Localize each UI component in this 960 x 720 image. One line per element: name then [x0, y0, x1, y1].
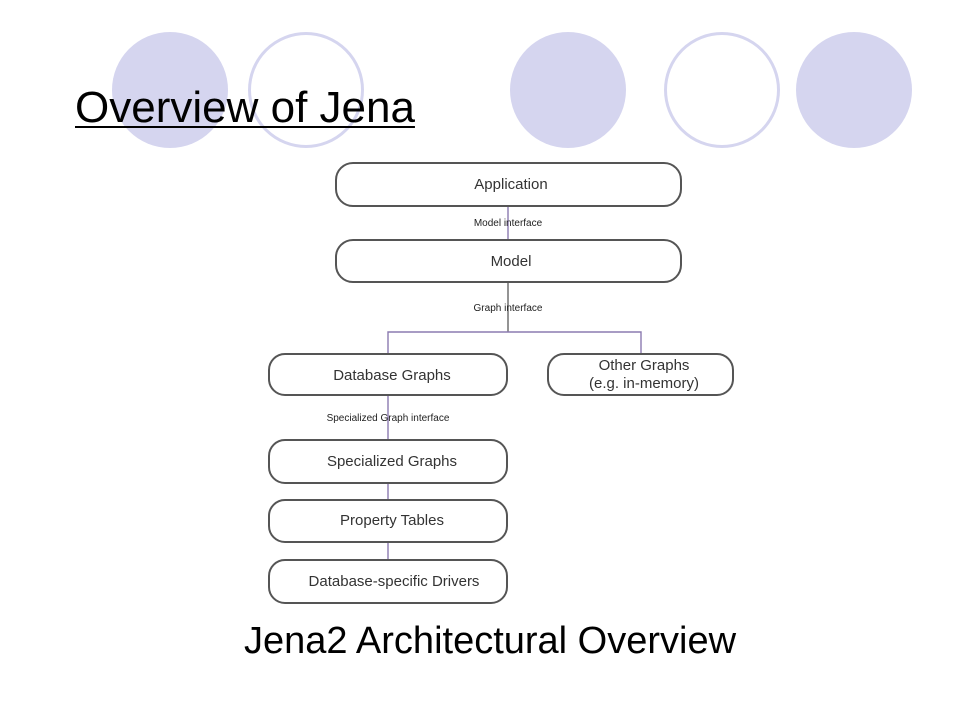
- box-property-tables-label: Property Tables: [340, 512, 444, 529]
- decorative-circle-ring: [248, 32, 364, 148]
- box-other-graphs-label-line1: Other Graphs: [599, 357, 690, 374]
- box-application: Application: [335, 162, 682, 207]
- box-specialized-graphs-label: Specialized Graphs: [327, 453, 457, 470]
- label-specialized-graph-interface: Specialized Graph interface: [327, 413, 450, 424]
- connector-graph-branch: [387, 331, 642, 354]
- label-graph-interface: Graph interface: [474, 303, 543, 314]
- diagram-caption: Jena2 Architectural Overview: [243, 620, 737, 662]
- decorative-circle-ring: [664, 32, 780, 148]
- decorative-circle-filled: [112, 32, 228, 148]
- box-property-tables: Property Tables: [268, 499, 508, 543]
- box-model: Model: [335, 239, 682, 283]
- decorative-circle-filled: [510, 32, 626, 148]
- box-application-label: Application: [474, 176, 547, 193]
- box-db-drivers-label: Database-specific Drivers: [309, 573, 480, 590]
- box-model-label: Model: [491, 253, 532, 270]
- box-other-graphs: Other Graphs (e.g. in-memory): [547, 353, 734, 396]
- label-model-interface: Model interface: [474, 218, 543, 229]
- slide-title: Overview of Jena: [75, 83, 415, 132]
- box-database-graphs: Database Graphs: [268, 353, 508, 396]
- box-other-graphs-label-line2: (e.g. in-memory): [589, 375, 699, 392]
- box-specialized-graphs: Specialized Graphs: [268, 439, 508, 484]
- decorative-circle-filled: [796, 32, 912, 148]
- box-db-drivers: Database-specific Drivers: [268, 559, 508, 604]
- box-database-graphs-label: Database Graphs: [333, 367, 451, 384]
